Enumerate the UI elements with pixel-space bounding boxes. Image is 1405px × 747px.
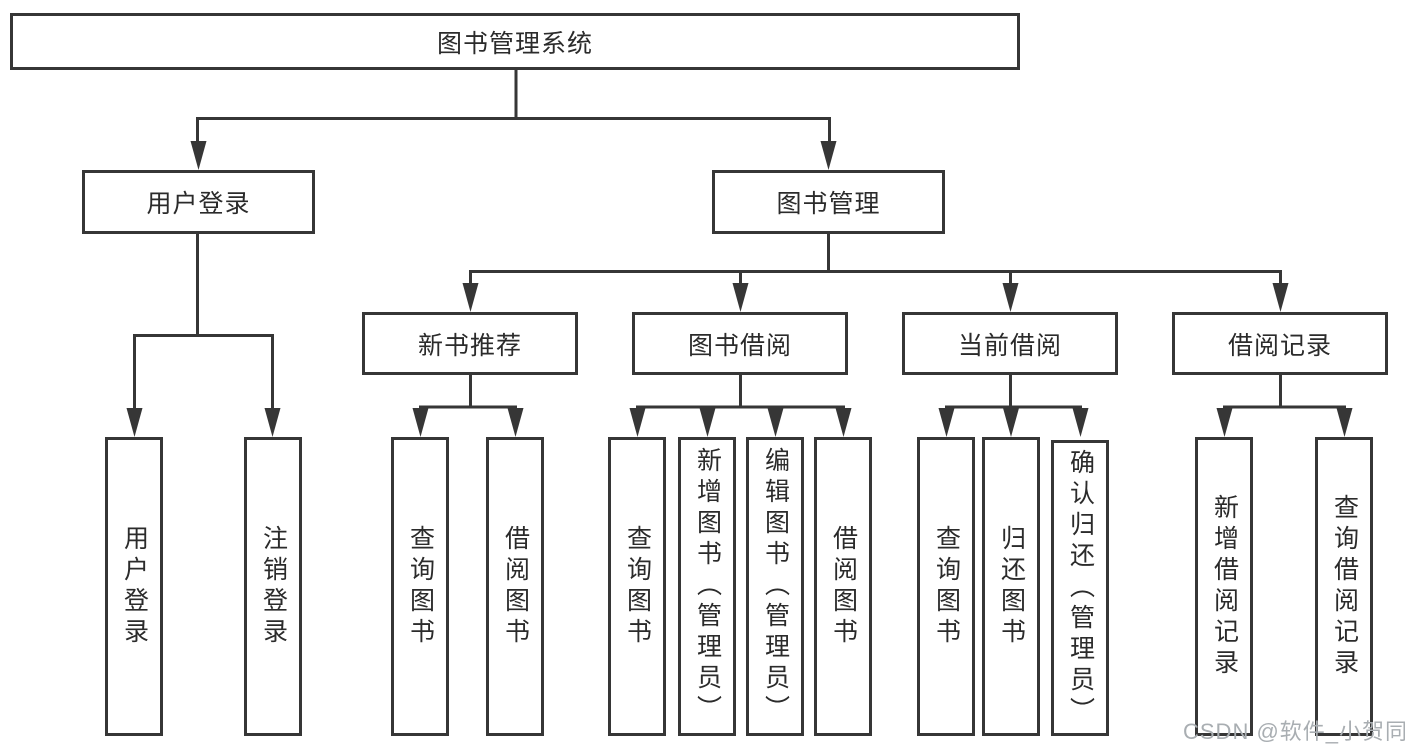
arrow-down-icon: [264, 408, 281, 437]
csdn-watermark: CSDN @软件_小贺同学: [1183, 719, 1405, 744]
node-book-borrow: 图书借阅: [632, 312, 848, 375]
leaf-borrow-query-book: 查询图书: [608, 437, 666, 736]
leaf-borrow-edit-book-admin: 编辑图书（管理员）: [746, 437, 804, 736]
leaf-borrow-borrow-book: 借阅图书: [814, 437, 872, 736]
leaf-label: 查询借阅记录: [1330, 493, 1359, 680]
arrow-down-icon: [1216, 408, 1233, 437]
arrow-down-icon: [462, 283, 479, 312]
leaf-newbook-query-book: 查询图书: [391, 437, 449, 736]
leaf-logout-login: 注销登录: [244, 437, 302, 736]
arrow-heads: [126, 141, 1353, 437]
arrow-down-icon: [629, 408, 646, 437]
leaf-label: 确认归还（管理员）: [1066, 448, 1095, 728]
connector-borrow-record-branch: [1223, 405, 1346, 409]
leaf-label: 借阅图书: [829, 524, 858, 649]
leaf-label: 查询图书: [932, 524, 961, 649]
leaf-current-confirm-return-admin: 确认归还（管理员）: [1051, 440, 1109, 736]
leaf-label: 查询图书: [623, 524, 652, 649]
node-user-login: 用户登录: [82, 170, 315, 234]
connector-new-book-branch: [419, 405, 517, 409]
connector-level1-branch: [196, 117, 831, 142]
arrow-down-icon: [1003, 408, 1019, 437]
arrow-down-icon: [767, 408, 784, 437]
leaf-newbook-borrow-book: 借阅图书: [486, 437, 544, 736]
arrow-down-icon: [835, 408, 852, 437]
arrow-down-icon: [1336, 408, 1353, 437]
node-new-book-recommend: 新书推荐: [362, 312, 578, 375]
node-current-borrow: 当前借阅: [902, 312, 1118, 375]
arrow-down-icon: [412, 408, 429, 437]
leaf-current-query-book: 查询图书: [917, 437, 975, 736]
leaf-label: 新增借阅记录: [1210, 493, 1239, 680]
leaf-label: 新增图书（管理员）: [693, 447, 722, 726]
leaf-label: 注销登录: [259, 524, 288, 649]
leaf-label: 借阅图书: [501, 524, 530, 649]
leaf-label: 用户登录: [120, 524, 149, 649]
arrow-down-icon: [938, 408, 955, 437]
arrow-down-icon: [820, 141, 837, 170]
node-book-management: 图书管理: [712, 170, 945, 234]
arrow-down-icon: [1072, 408, 1089, 437]
connector-book-borrow-branch: [636, 405, 845, 409]
leaf-record-add-record: 新增借阅记录: [1195, 437, 1253, 736]
node-borrow-record: 借阅记录: [1172, 312, 1388, 375]
leaf-user-login: 用户登录: [105, 437, 163, 736]
connector-user-login-branch: [133, 334, 274, 409]
arrow-down-icon: [507, 408, 524, 437]
leaf-record-query-record: 查询借阅记录: [1315, 437, 1373, 736]
connector-level3-branch: [469, 270, 1282, 284]
arrow-down-icon: [126, 408, 143, 437]
leaf-label: 归还图书: [997, 524, 1026, 649]
node-library-system: 图书管理系统: [10, 13, 1020, 70]
arrow-down-icon: [190, 141, 207, 170]
leaf-label: 编辑图书（管理员）: [761, 447, 790, 726]
leaf-current-return-book: 归还图书: [982, 437, 1040, 736]
arrow-down-icon: [732, 283, 749, 312]
arrow-down-icon: [1272, 283, 1289, 312]
arrow-down-icon: [1002, 283, 1019, 312]
leaf-borrow-add-book-admin: 新增图书（管理员）: [678, 437, 736, 736]
arrow-down-icon: [699, 408, 716, 437]
leaf-label: 查询图书: [406, 524, 435, 649]
